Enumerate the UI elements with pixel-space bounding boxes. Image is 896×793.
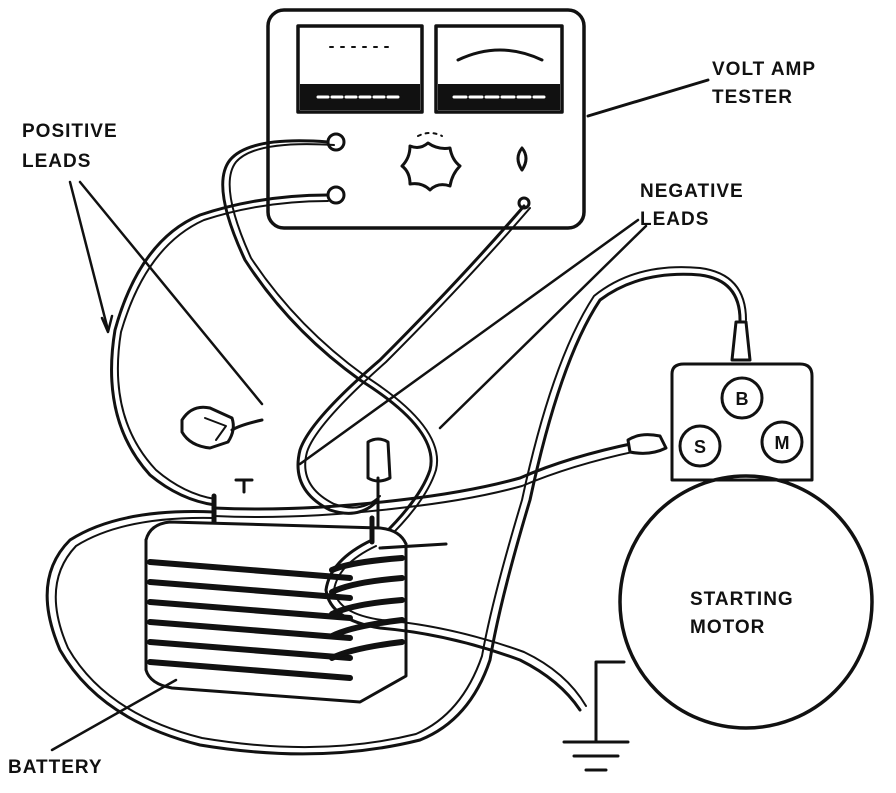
negative-leads-line2: LEADS [640, 209, 710, 230]
negative-lead [296, 204, 526, 515]
positive-lead-lower [110, 193, 330, 507]
s-terminal [678, 424, 722, 468]
b-terminal-clip [730, 320, 752, 362]
m-terminal-label: M [775, 433, 790, 453]
volt-meter [296, 24, 424, 114]
positive-jack-upper [326, 132, 346, 152]
starting-motor [618, 362, 874, 730]
battery-label: BATTERY [8, 757, 103, 778]
ground-symbol [562, 660, 630, 772]
battery-cables [45, 266, 752, 756]
solenoid-box [670, 362, 814, 482]
b-terminal-label: B [736, 389, 749, 409]
positive-jack-lower [326, 185, 346, 205]
s-terminal-label: S [694, 437, 706, 457]
battery-loop-cable [45, 272, 742, 756]
positive-clamp [180, 405, 235, 450]
positive-leads-line1: POSITIVE [22, 121, 118, 142]
label-leaders [50, 180, 648, 752]
volt-amp-tester [266, 8, 710, 230]
negative-clamp [366, 437, 392, 483]
motor-label-line2: MOTOR [690, 617, 766, 638]
s-terminal-clip [626, 433, 668, 455]
tester-label-line1: VOLT AMP [712, 59, 817, 80]
control-knob [400, 141, 462, 192]
m-terminal [760, 420, 804, 464]
motor-housing [618, 474, 874, 730]
amp-meter [434, 24, 564, 114]
adjust-knob [516, 146, 528, 172]
negative-leads-line1: NEGATIVE [640, 181, 744, 202]
battery [144, 478, 408, 704]
positive-lead-upper [221, 139, 433, 542]
b-terminal [720, 376, 764, 420]
tester-leads [110, 139, 531, 543]
positive-leads-line2: LEADS [22, 151, 92, 172]
negative-battery-cable [324, 538, 582, 712]
tester-label-line2: TESTER [712, 87, 793, 108]
motor-label-line1: STARTING [690, 589, 794, 610]
positive-battery-cable [212, 440, 642, 511]
